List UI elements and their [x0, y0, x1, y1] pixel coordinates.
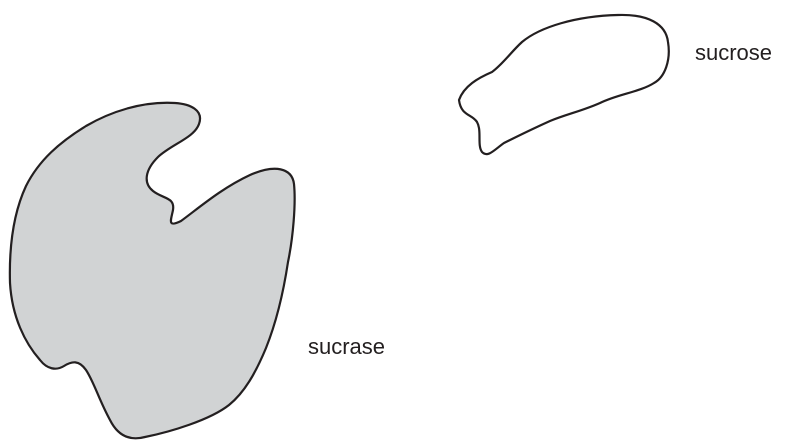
sucrase-label: sucrase	[308, 336, 385, 358]
sucrose-molecule-shape	[459, 15, 669, 154]
sucrase-enzyme-shape	[10, 103, 295, 439]
sucrose-label: sucrose	[695, 42, 772, 64]
